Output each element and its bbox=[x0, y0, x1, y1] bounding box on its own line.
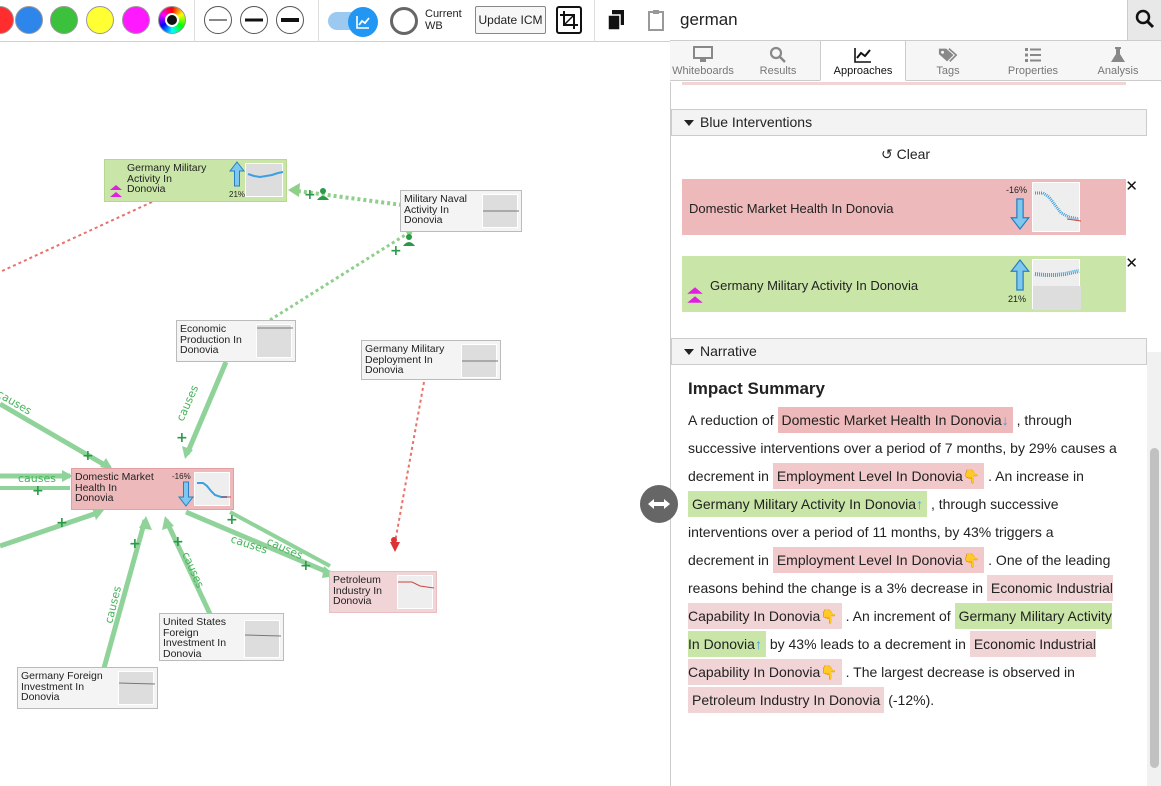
edge-label-causes: causes bbox=[229, 532, 269, 556]
impact-summary-title: Impact Summary bbox=[688, 379, 1123, 399]
edge-solid-green bbox=[0, 512, 100, 546]
search-icon bbox=[768, 46, 788, 64]
entity-chip[interactable]: Employment Level In Donovia👇 bbox=[773, 463, 984, 489]
hand-icon: 👇 bbox=[820, 664, 837, 680]
edge-label-causes: causes bbox=[179, 550, 206, 590]
approaches-panel: Blue Interventions ↺ Clear Domestic Mark… bbox=[670, 82, 1161, 786]
magenta-color-swatch[interactable] bbox=[122, 6, 150, 34]
svg-text:+: + bbox=[32, 483, 44, 499]
flask-icon bbox=[1108, 46, 1128, 64]
panel-resize-handle[interactable] bbox=[640, 485, 678, 523]
svg-text:+: + bbox=[56, 515, 68, 531]
intervention-card-germany-military[interactable]: Germany Military Activity In Donovia 21%… bbox=[682, 256, 1126, 312]
down-arrow-icon: ↓ bbox=[1002, 412, 1009, 428]
svg-text:+: + bbox=[390, 243, 402, 259]
node-domestic-market[interactable]: Domestic Market Health In Donovia -16% bbox=[71, 468, 234, 510]
narrative-header[interactable]: Narrative bbox=[671, 338, 1147, 365]
node-military-naval[interactable]: Military Naval Activity In Donovia bbox=[400, 190, 522, 232]
monitor-icon bbox=[693, 46, 713, 64]
collapse-triangle-icon bbox=[684, 349, 694, 355]
undo-icon: ↺ bbox=[881, 147, 893, 163]
node-germany-military-activity[interactable]: Germany Military Activity In Donovia 21% bbox=[104, 159, 287, 202]
svg-text:+: + bbox=[82, 448, 94, 464]
svg-text:+: + bbox=[172, 534, 184, 550]
entity-chip[interactable]: Germany Military Activity In Donovia↑ bbox=[688, 491, 927, 517]
tags-icon bbox=[938, 46, 958, 64]
current-wb-radio[interactable] bbox=[390, 7, 418, 35]
edge-solid-green bbox=[187, 362, 226, 454]
clear-button[interactable]: ↺ Clear bbox=[881, 146, 930, 163]
drawing-toolbar: Current WB Update ICM bbox=[0, 0, 670, 42]
tab-whiteboards[interactable]: Whiteboards bbox=[670, 41, 736, 81]
tab-properties[interactable]: Properties bbox=[1000, 41, 1066, 81]
edge-dotted-green bbox=[270, 232, 410, 320]
green-color-swatch[interactable] bbox=[50, 6, 78, 34]
yellow-color-swatch[interactable] bbox=[86, 6, 114, 34]
blue-interventions-header[interactable]: Blue Interventions bbox=[671, 109, 1147, 136]
hand-icon: 👇 bbox=[820, 608, 837, 624]
hand-icon: 👇 bbox=[963, 468, 980, 484]
close-icon[interactable]: ✕ bbox=[1125, 177, 1138, 195]
chart-icon bbox=[348, 7, 378, 37]
graph-canvas[interactable]: + + + + + + + + + + causes causes causes… bbox=[0, 42, 670, 786]
search-button[interactable] bbox=[1127, 0, 1161, 40]
arrow-up-icon bbox=[229, 161, 245, 187]
entity-chip[interactable]: Domestic Market Health In Donovia↓ bbox=[778, 407, 1013, 433]
crop-icon[interactable] bbox=[556, 6, 582, 34]
copy-icon[interactable] bbox=[604, 8, 630, 34]
previous-section-remnant bbox=[682, 82, 1126, 85]
arrow-down-icon bbox=[1010, 197, 1030, 231]
search-icon bbox=[1128, 0, 1161, 40]
current-wb-label: Current WB bbox=[425, 8, 462, 32]
boost-chevrons-icon bbox=[109, 184, 123, 198]
thick-line-button[interactable] bbox=[276, 6, 304, 34]
tab-approaches[interactable]: Approaches bbox=[820, 41, 906, 81]
tab-results[interactable]: Results bbox=[748, 41, 808, 81]
search-bar bbox=[670, 0, 1161, 41]
node-germany-foreign-investment[interactable]: Germany Foreign Investment In Donovia bbox=[17, 667, 158, 709]
panel-scrollbar[interactable] bbox=[1147, 352, 1161, 786]
paste-icon[interactable] bbox=[643, 8, 669, 34]
entity-chip[interactable]: Employment Level In Donovia👇 bbox=[773, 547, 984, 573]
narrative-content: Impact Summary A reduction of Domestic M… bbox=[688, 378, 1123, 714]
search-input[interactable] bbox=[680, 6, 1120, 34]
thin-line-button[interactable] bbox=[204, 6, 232, 34]
hand-icon: 👇 bbox=[963, 552, 980, 568]
blue-color-swatch[interactable] bbox=[15, 6, 43, 34]
node-economic-production[interactable]: Economic Production In Donovia bbox=[176, 320, 296, 362]
update-icm-button[interactable]: Update ICM bbox=[475, 6, 546, 34]
tab-analysis[interactable]: Analysis bbox=[1086, 41, 1150, 81]
red-color-swatch[interactable] bbox=[0, 6, 14, 34]
boost-chevrons-icon bbox=[686, 286, 704, 304]
resize-arrows-icon bbox=[647, 498, 671, 510]
up-arrow-icon: ↑ bbox=[916, 496, 923, 512]
intervention-card-domestic-market[interactable]: Domestic Market Health In Donovia -16% ✕ bbox=[682, 179, 1126, 235]
node-germany-military-deployment[interactable]: Germany Military Deployment In Donovia bbox=[361, 340, 501, 380]
medium-line-button[interactable] bbox=[240, 6, 268, 34]
chart-toggle[interactable] bbox=[328, 7, 378, 35]
svg-text:+: + bbox=[226, 512, 238, 528]
list-icon bbox=[1023, 46, 1043, 64]
edge-label-causes: causes bbox=[18, 472, 56, 485]
edge-label-causes: causes bbox=[174, 383, 201, 423]
collapse-triangle-icon bbox=[684, 120, 694, 126]
edge-dashed-red bbox=[0, 202, 152, 272]
edge-label-causes: causes bbox=[265, 535, 305, 562]
entity-chip[interactable]: Petroleum Industry In Donovia bbox=[688, 687, 884, 713]
up-arrow-icon: ↑ bbox=[755, 636, 762, 652]
svg-text:+: + bbox=[300, 558, 312, 574]
tab-tags[interactable]: Tags bbox=[918, 41, 978, 81]
svg-text:+: + bbox=[176, 430, 188, 446]
edge-dashed-red bbox=[394, 382, 424, 548]
node-petroleum[interactable]: Petroleum Industry In Donovia bbox=[329, 571, 437, 613]
svg-text:+: + bbox=[304, 187, 316, 203]
svg-text:+: + bbox=[129, 536, 141, 552]
panel-tabs: Whiteboards Results Approaches Tags Prop… bbox=[670, 41, 1161, 81]
line-chart-icon bbox=[853, 46, 873, 64]
color-picker-icon[interactable] bbox=[158, 6, 186, 34]
arrow-down-icon bbox=[178, 481, 194, 507]
node-us-foreign-investment[interactable]: United States Foreign Investment In Dono… bbox=[159, 613, 284, 661]
close-icon[interactable]: ✕ bbox=[1125, 254, 1138, 272]
arrow-up-icon bbox=[1010, 258, 1030, 292]
